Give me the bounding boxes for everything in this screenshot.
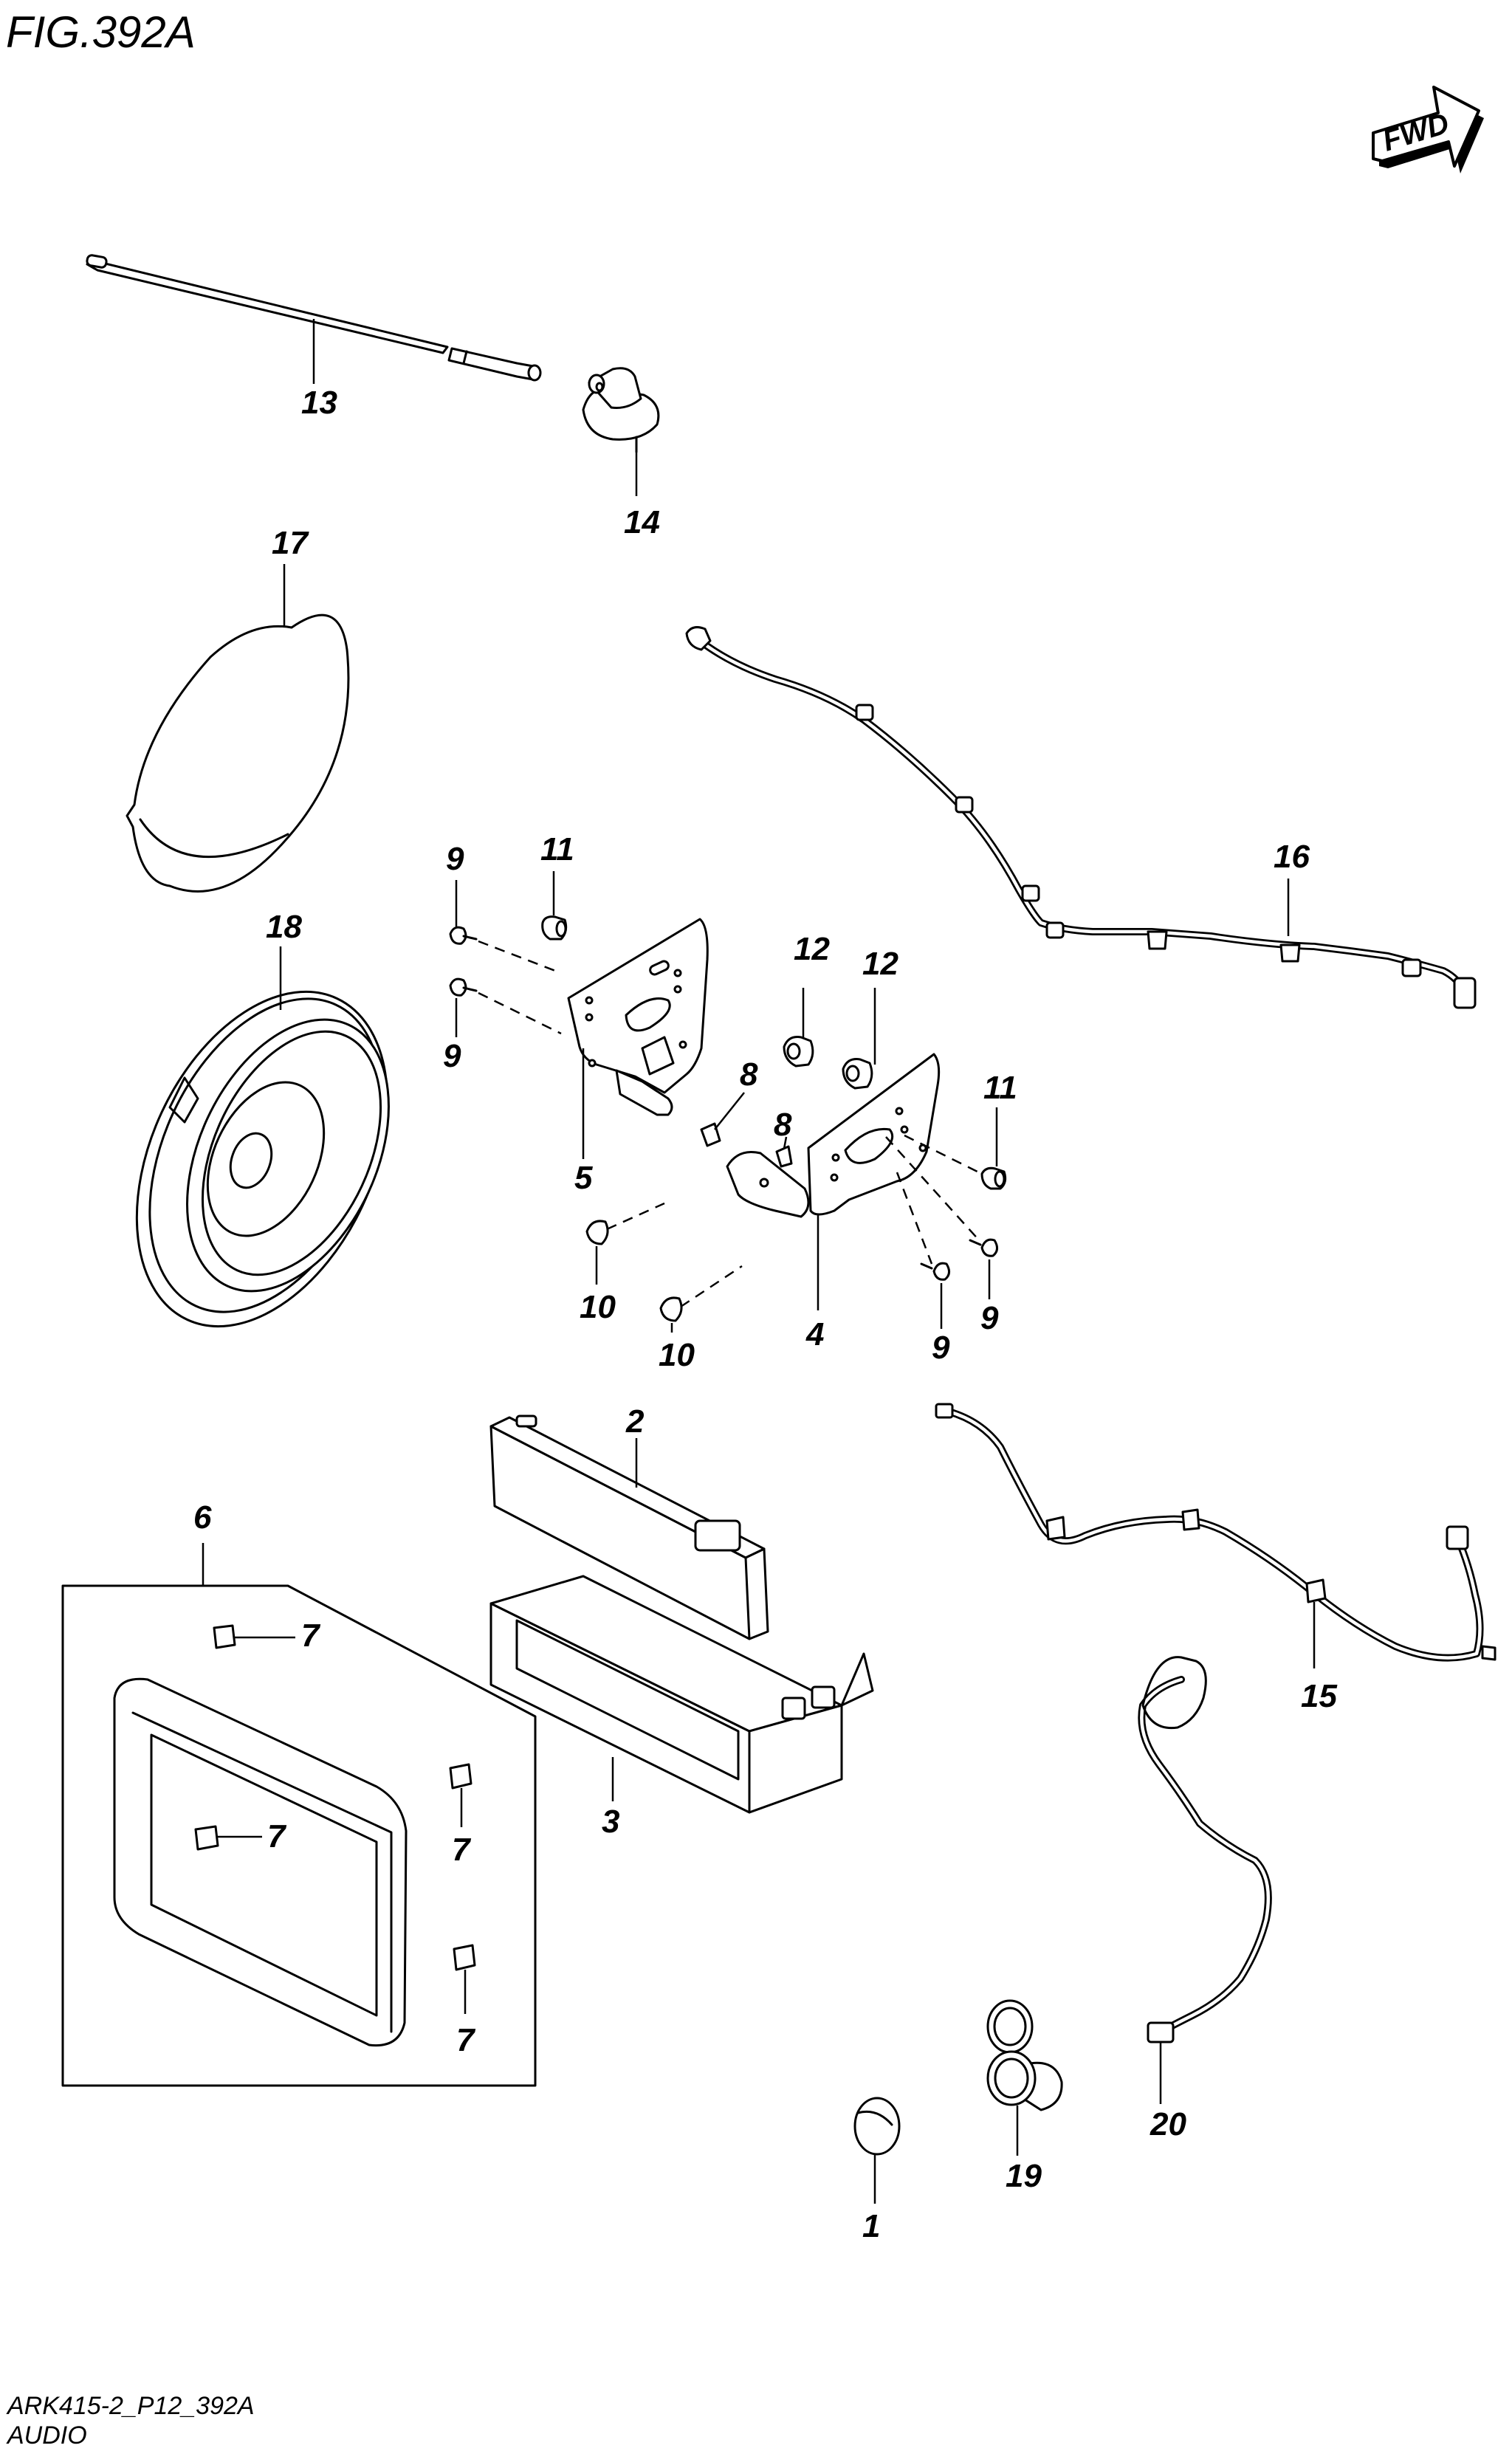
callout-9c: 9 bbox=[932, 1330, 950, 1366]
callout-8b: 8 bbox=[774, 1107, 792, 1143]
bracket-left-part bbox=[567, 918, 709, 1159]
screw-9-part bbox=[449, 880, 998, 1329]
callout-7d: 7 bbox=[456, 2022, 476, 2058]
usb-socket-part bbox=[986, 1999, 1063, 2156]
callout-15: 15 bbox=[1301, 1678, 1337, 1714]
rod-antenna-part bbox=[86, 254, 542, 384]
screw-10-part bbox=[585, 1202, 743, 1333]
nut-8-part bbox=[700, 1092, 793, 1168]
callout-17: 17 bbox=[272, 525, 309, 561]
callout-16: 16 bbox=[1274, 839, 1310, 875]
callout-5: 5 bbox=[574, 1160, 593, 1196]
callout-9d: 9 bbox=[980, 1300, 999, 1336]
callout-13: 13 bbox=[301, 385, 337, 421]
callout-9b: 9 bbox=[443, 1038, 461, 1074]
callout-7b: 7 bbox=[267, 1818, 287, 1854]
fwd-arrow-icon: FWD bbox=[1372, 86, 1484, 173]
callout-18: 18 bbox=[266, 909, 302, 945]
callout-11a: 11 bbox=[540, 831, 574, 867]
grommet-11-part bbox=[541, 871, 1007, 1190]
callout-6: 6 bbox=[193, 1499, 212, 1536]
callout-10b: 10 bbox=[659, 1337, 695, 1373]
radio-faceplate-part bbox=[489, 1414, 769, 1640]
trim-panel-box bbox=[61, 1543, 537, 2087]
callout-12a: 12 bbox=[794, 931, 830, 967]
storage-pocket-part bbox=[489, 1575, 874, 1814]
speaker-part bbox=[135, 946, 390, 1328]
callout-11b: 11 bbox=[983, 1070, 1017, 1106]
callout-7c: 7 bbox=[452, 1832, 472, 1868]
clip-12-part bbox=[783, 988, 876, 1090]
cable-15-part bbox=[935, 1403, 1496, 1668]
callout-3: 3 bbox=[602, 1804, 619, 1840]
antenna-cable-16-part bbox=[685, 626, 1477, 1009]
callout-8a: 8 bbox=[740, 1056, 758, 1093]
callout-14: 14 bbox=[624, 504, 660, 540]
callout-19: 19 bbox=[1006, 2158, 1042, 2194]
bracket-right-part bbox=[726, 1053, 941, 1310]
usb-cable-part bbox=[1138, 1656, 1272, 2104]
callout-12b: 12 bbox=[862, 946, 898, 982]
figure-title: FIG.392A bbox=[6, 7, 196, 57]
callout-1: 1 bbox=[862, 2208, 880, 2244]
callout-9a: 9 bbox=[446, 841, 464, 877]
figure-code: ARK415-2_P12_392A bbox=[6, 2392, 255, 2420]
blanking-cap-part bbox=[853, 2097, 901, 2204]
callout-10a: 10 bbox=[580, 1289, 616, 1325]
callout-4: 4 bbox=[805, 1316, 824, 1352]
callout-7a: 7 bbox=[301, 1618, 321, 1654]
callout-20: 20 bbox=[1150, 2106, 1186, 2142]
antenna-base-part bbox=[582, 367, 660, 496]
section-name: AUDIO bbox=[6, 2421, 87, 2450]
speaker-cover-part bbox=[126, 564, 350, 893]
callout-2: 2 bbox=[625, 1403, 645, 1440]
